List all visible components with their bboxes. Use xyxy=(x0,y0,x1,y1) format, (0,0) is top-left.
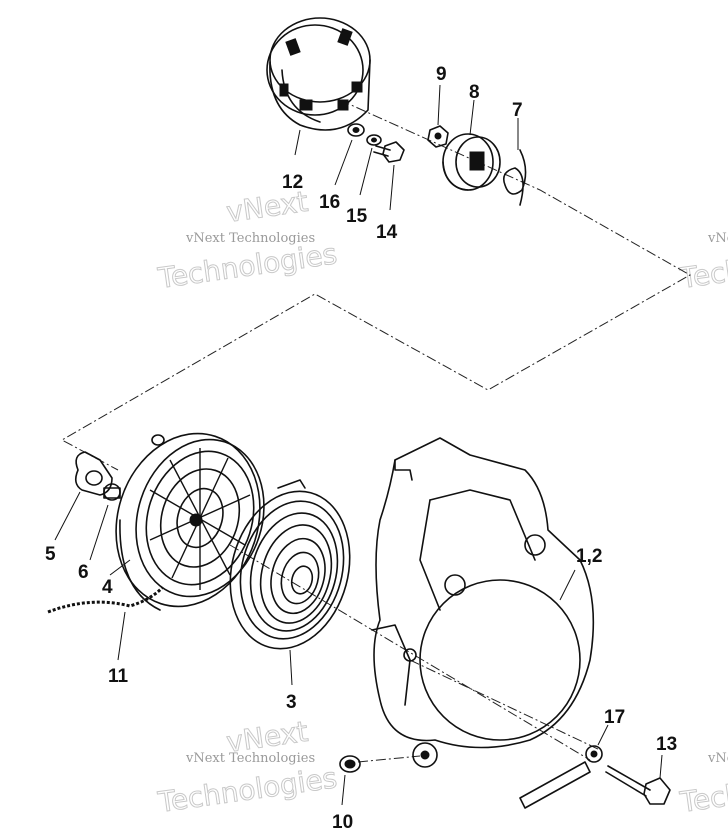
assembly-lines xyxy=(60,99,692,763)
label-part-12: 12 xyxy=(282,172,303,193)
watermark-small: vNext Technologies xyxy=(707,231,728,246)
part-3-spring xyxy=(229,479,351,686)
part-14-bolt xyxy=(373,141,405,211)
label-part-14: 14 xyxy=(376,222,398,243)
part-13-bolt xyxy=(605,754,671,805)
watermark-small: vNext Technologies xyxy=(185,231,315,246)
watermark-right-edge: vNext Technologies Technologies vNext Te… xyxy=(677,231,728,820)
label-part-3: 3 xyxy=(286,692,297,713)
label-part-11: 11 xyxy=(108,666,129,687)
part-10-grommet xyxy=(339,755,361,806)
watermark-line2: Technologies xyxy=(155,761,339,819)
label-part-13: 13 xyxy=(656,734,677,755)
label-part-4: 4 xyxy=(102,577,113,598)
watermark-small: vNext Technologies xyxy=(185,751,315,766)
part-8-pulley xyxy=(442,99,501,191)
label-part-7: 7 xyxy=(512,100,523,121)
label-part-16: 16 xyxy=(319,192,340,213)
part-9-nut xyxy=(427,84,449,148)
part-1-2-cover xyxy=(371,437,595,768)
part-11-rope xyxy=(47,586,164,661)
label-part-5: 5 xyxy=(45,544,56,565)
watermark-line2: Technologies xyxy=(677,761,728,819)
part-labels: 12 16 15 14 9 8 7 5 6 4 11 3 1,2 17 13 1… xyxy=(45,64,677,833)
part-7-clip xyxy=(502,118,527,206)
part-16-washer xyxy=(334,123,365,186)
label-part-10: 10 xyxy=(332,812,353,833)
label-part-8: 8 xyxy=(469,82,480,103)
part-6-bushing xyxy=(89,483,121,561)
part-4-reel xyxy=(109,432,265,611)
watermark-bottom: vNext Technologies vNext Technologies xyxy=(155,714,340,819)
label-part-9: 9 xyxy=(436,64,447,85)
part-12-hub xyxy=(266,17,371,156)
label-part-6: 6 xyxy=(78,562,89,583)
watermark-small: vNext Technologies xyxy=(707,751,728,766)
part-15-lock-washer xyxy=(359,134,382,196)
part-17-washer xyxy=(519,724,609,809)
watermark-top: vNext Technologies vNext Technologies xyxy=(155,184,340,295)
label-part-17: 17 xyxy=(604,707,625,728)
label-part-1-2: 1,2 xyxy=(576,546,602,567)
label-part-15: 15 xyxy=(346,206,368,227)
